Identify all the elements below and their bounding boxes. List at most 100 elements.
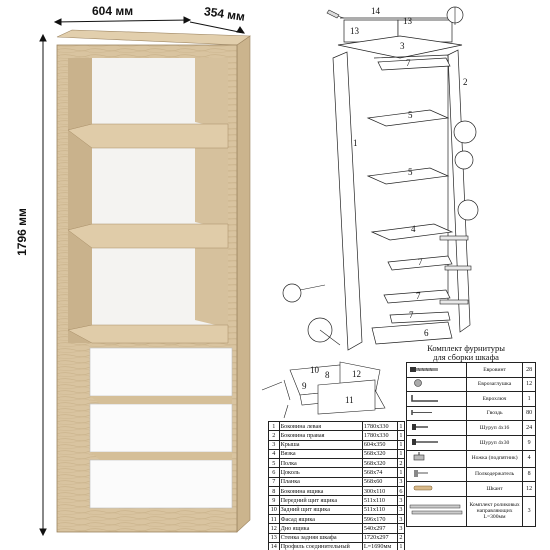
hardware-table-row: Ножка (подпятник)4	[406, 449, 536, 468]
part-label-11: 11	[345, 395, 354, 405]
part-label-7-c: 7	[409, 310, 414, 320]
right-side-panel	[447, 49, 471, 333]
part-label-2: 2	[463, 77, 468, 87]
plinth-panel	[371, 321, 453, 345]
parts-cell-qty: 3	[396, 504, 406, 515]
hardware-cell-qty: 24	[522, 420, 536, 436]
drawer-exploded	[261, 361, 386, 419]
parts-cell-size: 568x320	[361, 458, 398, 469]
screw-icon	[406, 362, 467, 378]
drawer-runner-icon	[406, 495, 467, 527]
hardware-cell-name: Шуруп 4x16	[465, 420, 524, 436]
part-label-14: 14	[371, 6, 380, 16]
parts-cell-name: Передний щит ящика	[278, 495, 363, 506]
parts-cell-qty: 1	[396, 448, 406, 460]
detail-circle-dowel	[453, 120, 477, 144]
part-label-10: 10	[310, 365, 319, 375]
hardware-cell-name: Еврозаглушка	[465, 376, 524, 393]
parts-cell-size: 568x320	[361, 448, 398, 460]
parts-cell-name: Крыша	[278, 439, 363, 450]
parts-cell-qty: 2	[396, 532, 406, 543]
parts-cell-qty: 1	[396, 430, 406, 441]
parts-cell-no: 4	[268, 448, 280, 460]
parts-cell-qty: 6	[396, 486, 406, 497]
parts-cell-no: 10	[268, 504, 280, 515]
nail-icon	[406, 405, 467, 422]
hardware-cell-qty: 12	[522, 376, 536, 393]
parts-cell-size: 511x110	[361, 504, 398, 515]
parts-cell-size: 1780x330	[361, 430, 398, 441]
part-label-4: 4	[411, 224, 416, 234]
hardware-cell-name: Шкант	[465, 481, 524, 497]
parts-cell-name: Стенка задняя шкафа	[278, 532, 363, 543]
screw-short-icon	[406, 420, 467, 436]
parts-cell-no: 2	[268, 430, 280, 441]
hardware-cell-qty: 28	[522, 362, 536, 378]
part-label-13-right: 13	[403, 16, 412, 26]
part-label-7-b: 7	[416, 291, 421, 301]
hardware-cell-name: Гвоздь	[465, 405, 524, 422]
parts-cell-no: 5	[268, 458, 280, 469]
hardware-cell-qty: 8	[522, 466, 536, 483]
parts-cell-qty: 1	[396, 467, 406, 478]
width-dimension: 604 мм	[92, 4, 134, 18]
hex-key-icon	[406, 391, 467, 407]
parts-cell-no: 6	[268, 467, 280, 478]
parts-cell-qty: 1	[396, 439, 406, 450]
parts-cell-name: Планка	[278, 476, 363, 488]
parts-cell-size: L=1690мм	[361, 541, 398, 550]
parts-cell-no: 12	[268, 523, 280, 534]
foot-icon	[406, 449, 467, 468]
parts-cell-name: Боковина правая	[278, 430, 363, 441]
parts-cell-size: 604x350	[361, 439, 398, 450]
parts-cell-no: 11	[268, 513, 280, 525]
hardware-cell-name: Ножка (подпятник)	[465, 449, 524, 468]
part-label-1: 1	[353, 138, 358, 148]
detail-circle-support	[457, 199, 479, 221]
hardware-cell-qty: 1	[522, 391, 536, 407]
part-label-5-top: 5	[408, 110, 413, 120]
drawer-front	[317, 379, 376, 415]
hardware-kit-title-line1: Комплект фурнитуры	[427, 343, 505, 353]
parts-cell-no: 8	[268, 486, 280, 497]
parts-cell-qty: 3	[396, 513, 406, 525]
hardware-cell-qty: 4	[522, 449, 536, 468]
part-label-3: 3	[400, 41, 405, 51]
shelf-1	[366, 109, 450, 127]
binder-panel	[370, 223, 454, 241]
hardware-kit-title: Комплект фурнитуры для сборки шкафа	[410, 344, 522, 362]
hardware-cell-name: Шуруп 4x30	[465, 434, 524, 451]
parts-cell-no: 9	[268, 495, 280, 506]
parts-cell-no: 14	[268, 541, 280, 550]
part-label-6: 6	[424, 328, 429, 338]
parts-cell-name: Профиль соединительный	[278, 541, 363, 550]
hardware-cell-name: Комплект роликовых направляющих L=300мм	[465, 495, 524, 527]
detail-circle-cap	[454, 150, 474, 170]
hardware-cell-name: Еврохлюч	[465, 391, 524, 407]
shelf-2	[366, 167, 450, 185]
part-label-7-a: 7	[418, 257, 423, 267]
hardware-cell-qty: 12	[522, 481, 536, 497]
parts-cell-name: Фасад ящика	[278, 513, 363, 525]
parts-cell-name: Дно ящика	[278, 523, 363, 534]
hardware-cell-qty: 9	[522, 434, 536, 451]
